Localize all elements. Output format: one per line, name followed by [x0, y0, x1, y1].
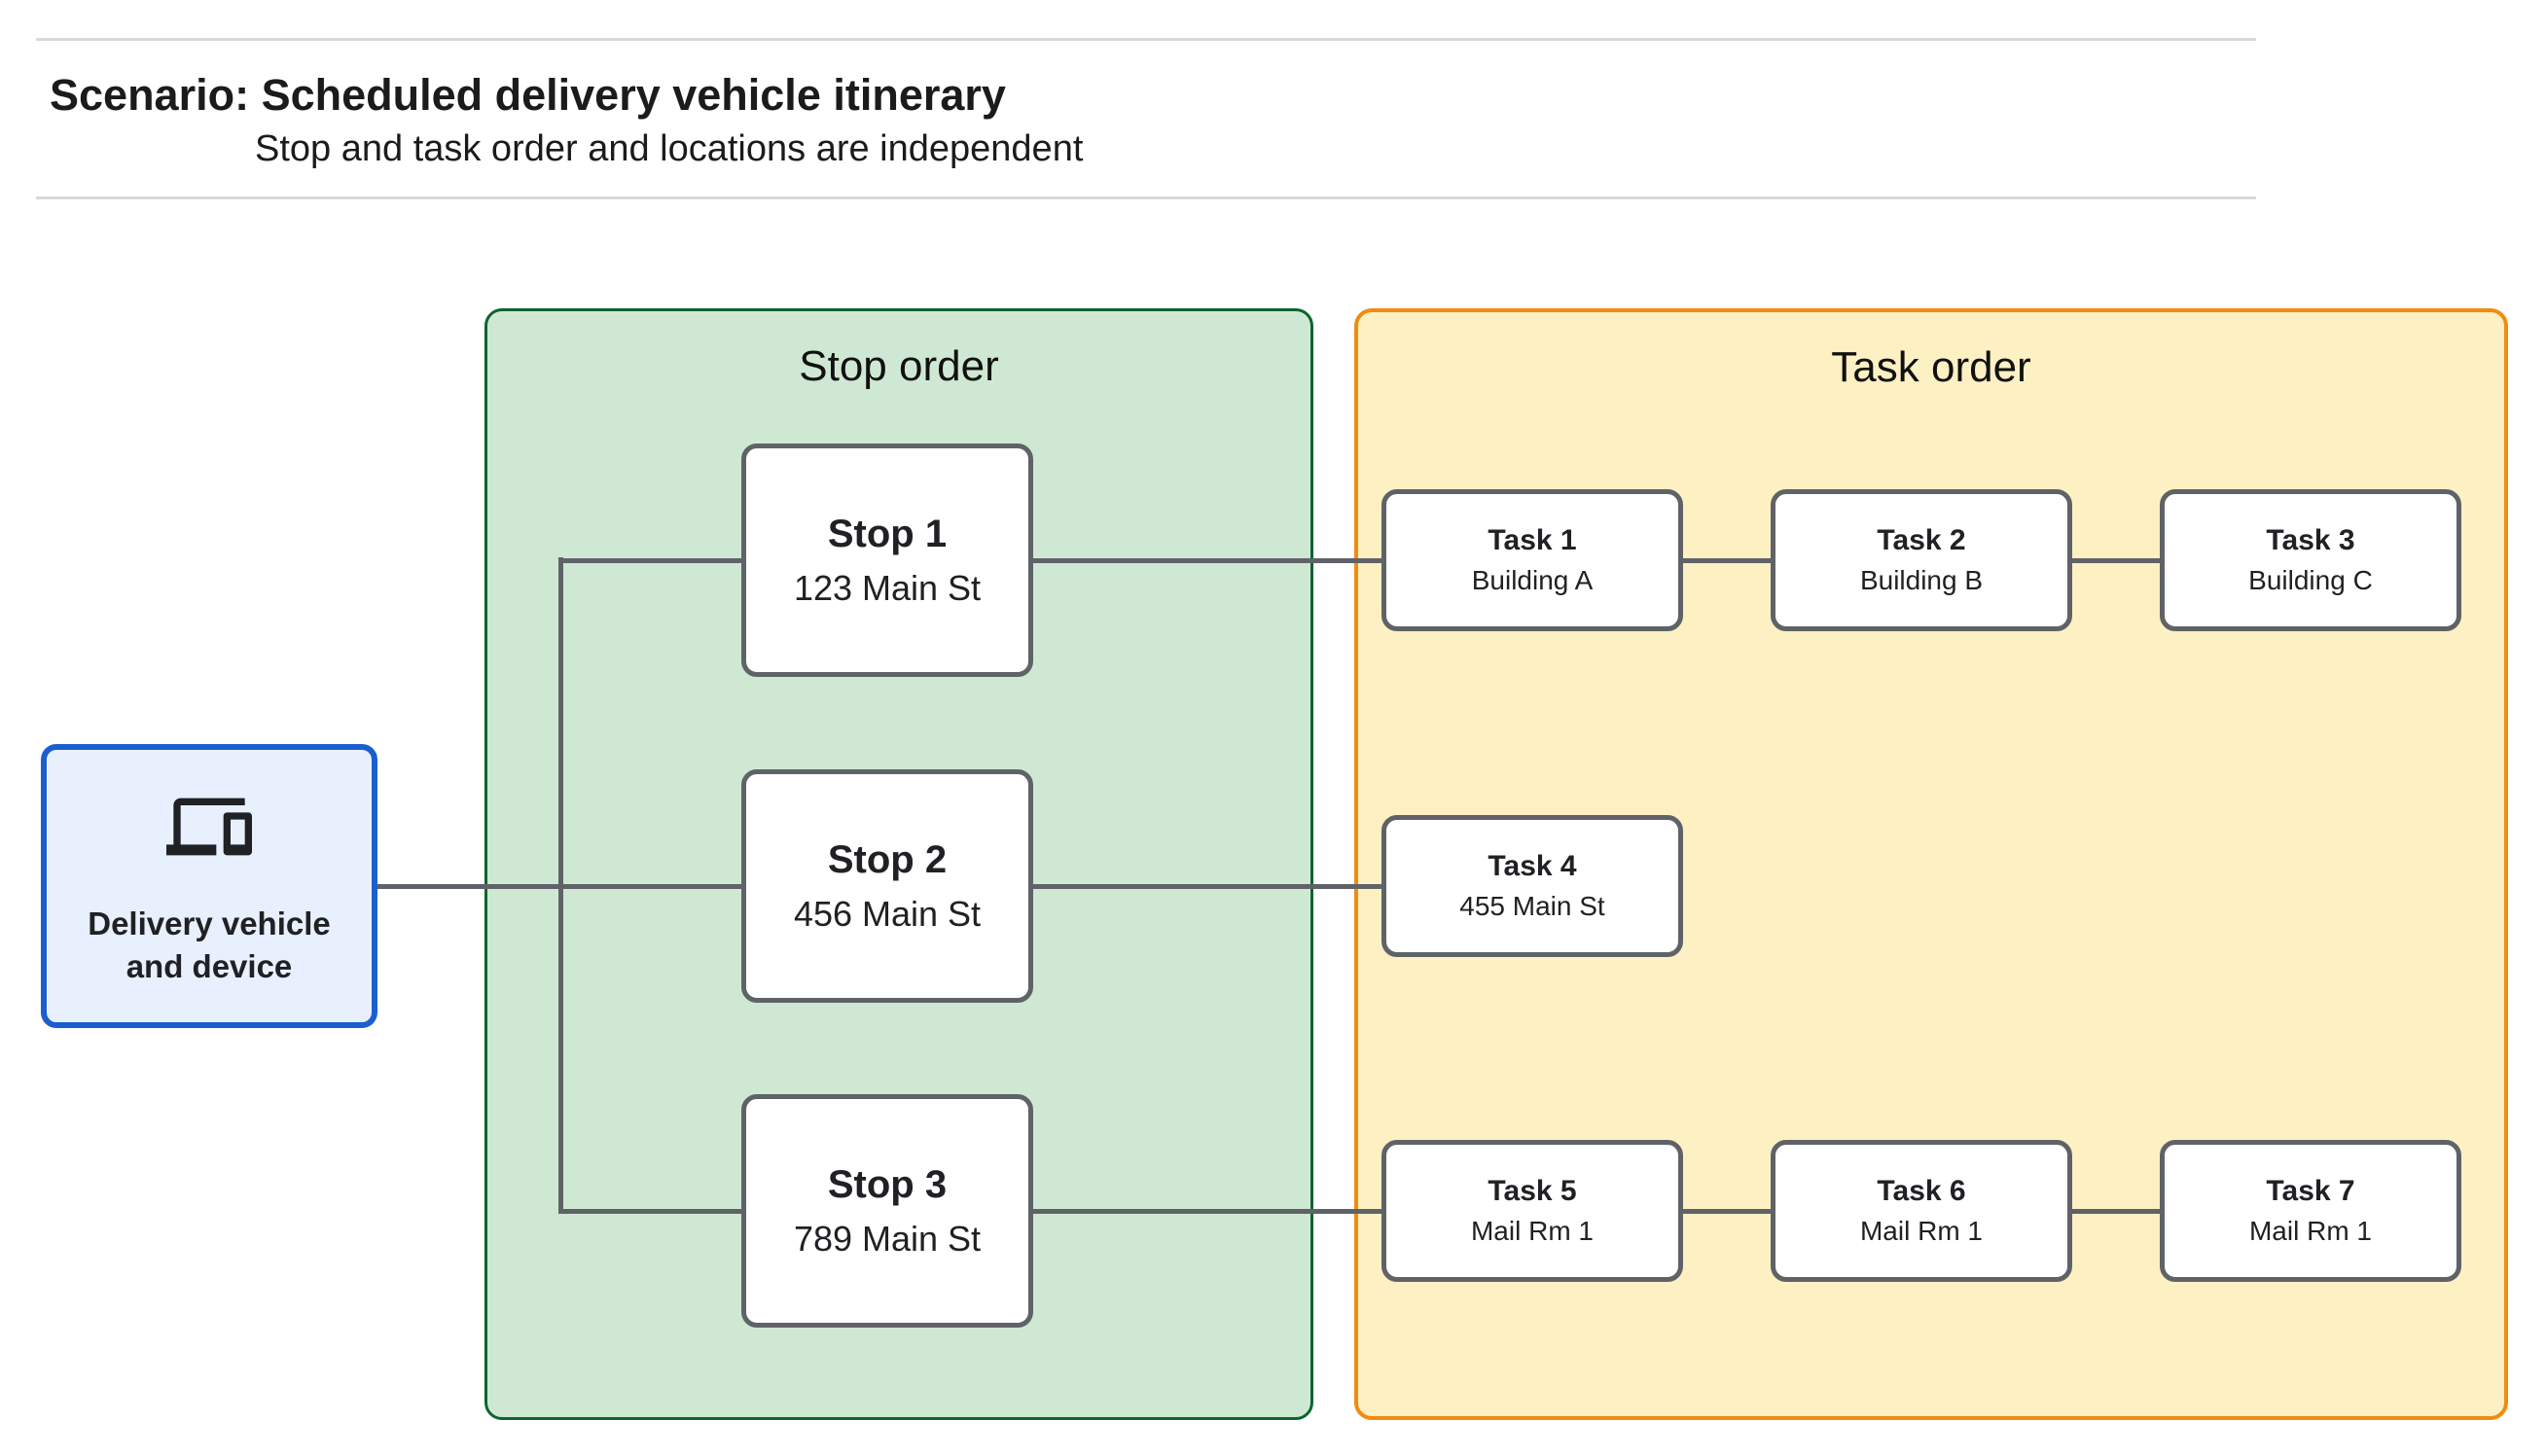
task-location: Mail Rm 1 — [2248, 1216, 2372, 1246]
task-node-3: Task 3 Building C — [2160, 489, 2461, 631]
task-name: Task 2 — [1877, 524, 1966, 556]
connector-stop1-to-task1 — [1033, 558, 1381, 563]
connector-task2-to-task3 — [2072, 558, 2160, 563]
task-name: Task 6 — [1877, 1175, 1966, 1207]
delivery-vehicle-node: Delivery vehicle and device — [41, 744, 377, 1028]
task-location: Mail Rm 1 — [1859, 1216, 1983, 1246]
task-name: Task 7 — [2266, 1175, 2355, 1207]
stop-node-2: Stop 2 456 Main St — [741, 769, 1033, 1003]
task-node-2: Task 2 Building B — [1771, 489, 2072, 631]
task-node-6: Task 6 Mail Rm 1 — [1771, 1140, 2072, 1282]
stop-order-panel-title: Stop order — [799, 342, 999, 390]
task-order-panel-title: Task order — [1831, 343, 2031, 391]
task-node-4: Task 4 455 Main St — [1381, 815, 1683, 957]
devices-icon — [166, 784, 252, 870]
connector-branch-to-stop3 — [558, 1209, 741, 1214]
stop-location: 789 Main St — [793, 1218, 982, 1259]
stop-name: Stop 1 — [827, 512, 948, 555]
stop-location: 123 Main St — [793, 567, 982, 608]
bottom-divider — [36, 196, 2256, 199]
top-divider — [36, 38, 2256, 41]
connector-stop2-to-task4 — [1033, 884, 1381, 889]
task-node-7: Task 7 Mail Rm 1 — [2160, 1140, 2461, 1282]
task-name: Task 5 — [1488, 1175, 1577, 1207]
connector-task5-to-task6 — [1683, 1209, 1771, 1214]
task-name: Task 4 — [1488, 850, 1577, 882]
page-subtitle: Stop and task order and locations are in… — [255, 128, 1084, 169]
task-name: Task 3 — [2266, 524, 2355, 556]
stop-location: 456 Main St — [793, 893, 982, 934]
connector-stop3-to-task5 — [1033, 1209, 1381, 1214]
task-location: Mail Rm 1 — [1470, 1216, 1594, 1246]
task-location: Building B — [1859, 565, 1984, 595]
page-title: Scenario: Scheduled delivery vehicle iti… — [50, 70, 1006, 120]
delivery-vehicle-label: Delivery vehicle and device — [88, 906, 331, 984]
stop-node-3: Stop 3 789 Main St — [741, 1094, 1033, 1328]
connector-task1-to-task2 — [1683, 558, 1771, 563]
task-node-1: Task 1 Building A — [1381, 489, 1683, 631]
connector-task6-to-task7 — [2072, 1209, 2160, 1214]
stop-name: Stop 2 — [827, 837, 948, 881]
connector-branch-vertical — [558, 557, 563, 1214]
stop-node-1: Stop 1 123 Main St — [741, 444, 1033, 677]
task-location: Building A — [1471, 565, 1594, 595]
stop-name: Stop 3 — [827, 1162, 948, 1206]
task-node-5: Task 5 Mail Rm 1 — [1381, 1140, 1683, 1282]
task-name: Task 1 — [1488, 524, 1577, 556]
task-location: 455 Main St — [1459, 891, 1605, 921]
task-location: Building C — [2248, 565, 2373, 595]
connector-branch-to-stop1 — [558, 558, 741, 563]
